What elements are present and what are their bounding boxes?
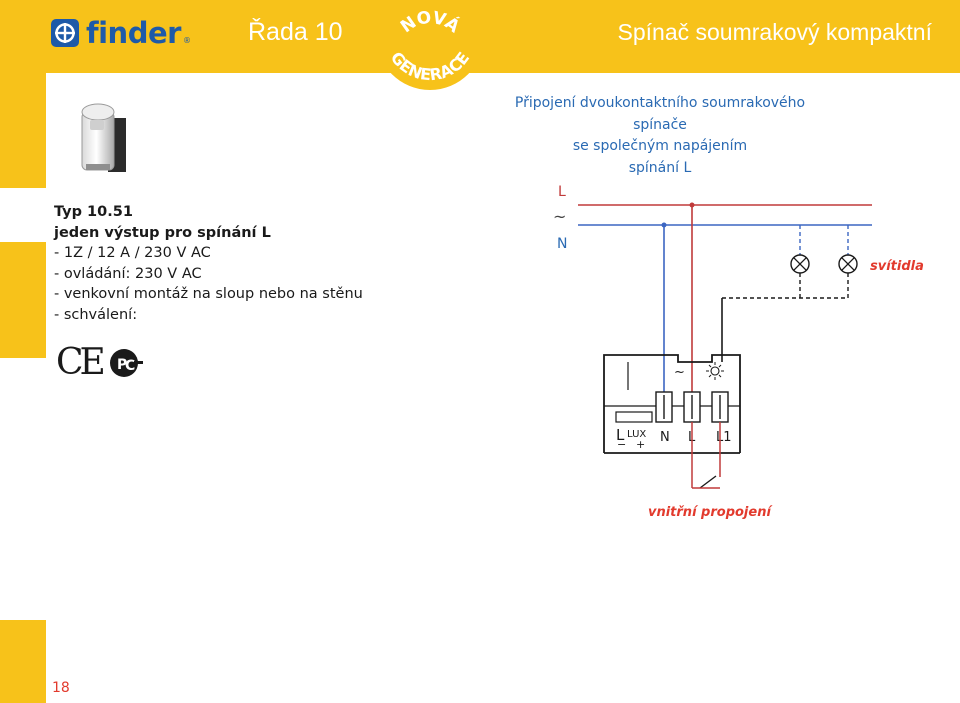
product-output: jeden výstup pro spínání L [54,224,271,241]
product-image [81,103,126,172]
terminal-label-l1: L1 [716,430,732,445]
lamps-label: svítidla [870,259,924,274]
minus-symbol: − [617,438,626,451]
finder-logo-icon [51,19,79,47]
sun-icon [706,362,724,380]
product-title: Spínač soumrakový kompaktní [617,19,932,45]
internal-link-label: vnitřní propojení [648,505,773,520]
header-band: finder ® Řada 10 Spínač soumrakový kompa… [0,0,960,73]
diagram-title-line: se společným napájením [572,138,748,154]
new-generation-badge: NOVÁ GENERACE [376,0,484,90]
ce-mark-icon: CE [56,342,106,383]
spec-line: - 1Z / 12 A / 230 V AC [54,245,211,261]
lux-label: LUX [627,429,646,440]
lamp-icon [838,254,858,274]
pct-mark-icon: P C [109,349,143,377]
lamp-icon [790,254,810,274]
plus-symbol: + [636,438,645,451]
diagram-title-line: spínání L [628,159,692,176]
side-strip-bottom [0,620,46,703]
lux-label-l: L [616,426,625,444]
diagram-title: Připojení dvoukontaktního soumrakového s… [510,93,810,179]
svg-text:C: C [125,358,135,374]
diagram-title-line: Připojení dvoukontaktního soumrakového s… [514,95,806,133]
product-description: Typ 10.51 jeden výstup pro spínání L - 1… [54,202,363,325]
device-terminal-block: ~ L LUX − + N L L1 [603,354,741,454]
neutral-label: N [557,236,567,252]
spec-line: - venkovní montáž na sloup nebo na stěnu [54,286,363,302]
side-strip-middle [0,242,46,358]
logo-text: finder [86,16,181,50]
svg-text:P: P [117,357,127,373]
terminal-label-n: N [660,430,670,445]
approval-marks: CE P C [56,345,144,381]
page-number: 18 [52,680,70,696]
side-strip-top [0,73,46,188]
product-type: Typ 10.51 [54,204,133,220]
contact-symbol [699,475,717,489]
ac-symbol: ~ [553,207,566,226]
line-label: L [558,184,566,200]
series-title: Řada 10 [248,18,343,46]
registered-mark: ® [182,36,191,45]
finder-logo: finder ® [50,16,191,50]
spec-line: - schválení: [54,306,138,323]
spec-line: - ovládání: 230 V AC [54,265,202,282]
ac-terminal-symbol: ~ [674,365,685,380]
